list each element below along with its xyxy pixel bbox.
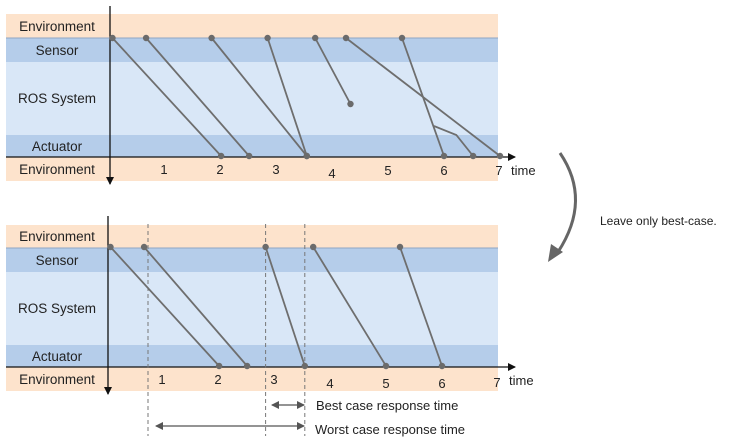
top-tick-4: 4 bbox=[328, 166, 335, 181]
row-label-actuator-2: Actuator bbox=[32, 349, 83, 364]
band-environment-bottom-2 bbox=[6, 367, 498, 391]
output-dot bbox=[440, 152, 448, 160]
dashed-markers bbox=[147, 224, 306, 436]
transition-arrowhead bbox=[548, 244, 563, 262]
transition-arrow bbox=[556, 152, 577, 253]
bottom-axis-label: time bbox=[509, 373, 534, 388]
output-dot bbox=[347, 100, 354, 108]
row-label-ros-system: ROS System bbox=[18, 91, 96, 106]
sample-dot bbox=[208, 34, 215, 42]
band-ros-system-2 bbox=[6, 272, 498, 345]
band-environment-top-2 bbox=[6, 225, 498, 248]
output-dot bbox=[301, 362, 308, 370]
top-tick-labels: 1 2 3 4 5 6 7 bbox=[160, 162, 502, 181]
top-panel: Environment Sensor ROS System Actuator E… bbox=[6, 6, 536, 185]
output-dot bbox=[217, 152, 225, 160]
top-tick-3: 3 bbox=[272, 162, 279, 177]
sample-dot bbox=[109, 34, 116, 42]
band-environment-bottom bbox=[6, 157, 498, 181]
chain-line bbox=[433, 125, 474, 157]
output-dot bbox=[215, 362, 223, 370]
band-ros-system bbox=[6, 62, 498, 135]
chain-line bbox=[109, 246, 220, 367]
bottom-panel: Environment Sensor ROS System Actuator E… bbox=[6, 216, 534, 437]
chain-line bbox=[399, 246, 443, 367]
row-label-environment-top-2: Environment bbox=[19, 229, 95, 244]
chain-line bbox=[143, 246, 248, 367]
sample-dot bbox=[140, 243, 148, 251]
bottom-tick-3: 3 bbox=[270, 372, 277, 387]
sample-dot bbox=[142, 34, 150, 42]
bottom-bands bbox=[6, 225, 498, 391]
chain-line bbox=[111, 37, 222, 157]
sample-dot bbox=[262, 243, 269, 251]
sample-dot bbox=[310, 243, 317, 251]
top-chains bbox=[109, 34, 504, 160]
top-tick-5: 5 bbox=[384, 163, 391, 178]
row-label-environment-bottom: Environment bbox=[19, 162, 95, 177]
chain-line bbox=[314, 37, 352, 105]
top-tick-7: 7 bbox=[495, 163, 502, 178]
output-dot bbox=[245, 152, 253, 160]
sample-dot bbox=[312, 34, 319, 42]
chain-line bbox=[145, 37, 250, 157]
output-dot bbox=[496, 152, 504, 160]
chain-line bbox=[266, 37, 308, 157]
bottom-tick-1: 1 bbox=[158, 372, 165, 387]
row-label-actuator: Actuator bbox=[32, 139, 83, 154]
sample-dot bbox=[342, 34, 350, 42]
sample-dot bbox=[396, 243, 404, 251]
bottom-tick-5: 5 bbox=[382, 376, 389, 391]
output-dot bbox=[469, 152, 477, 160]
band-environment-top bbox=[6, 14, 498, 38]
bottom-tick-4: 4 bbox=[326, 376, 333, 391]
output-dot bbox=[438, 362, 446, 370]
output-dot bbox=[243, 362, 251, 370]
chain-line bbox=[264, 246, 306, 367]
chain-line bbox=[210, 37, 308, 157]
response-time-annotations: Best case response time Worst case respo… bbox=[155, 398, 465, 437]
bottom-tick-7: 7 bbox=[493, 375, 500, 390]
band-actuator bbox=[6, 135, 498, 157]
chain-line bbox=[401, 37, 445, 157]
band-sensor-2 bbox=[6, 248, 498, 272]
sample-dot bbox=[264, 34, 271, 42]
row-label-environment-bottom-2: Environment bbox=[19, 372, 95, 387]
bottom-tick-labels: 1 2 3 4 5 6 7 bbox=[158, 372, 500, 391]
row-label-sensor-2: Sensor bbox=[36, 253, 79, 268]
worst-case-label: Worst case response time bbox=[315, 422, 465, 437]
best-case-label: Best case response time bbox=[316, 398, 458, 413]
sample-dot bbox=[107, 243, 114, 251]
band-actuator-2 bbox=[6, 345, 498, 367]
top-tick-6: 6 bbox=[440, 163, 447, 178]
band-sensor bbox=[6, 38, 498, 62]
transition-note: Leave only best-case. bbox=[600, 214, 717, 228]
output-dot bbox=[303, 152, 310, 160]
bottom-tick-2: 2 bbox=[214, 372, 221, 387]
bottom-chains bbox=[107, 243, 446, 370]
top-bands bbox=[6, 14, 498, 181]
row-label-sensor: Sensor bbox=[36, 43, 79, 58]
top-tick-2: 2 bbox=[216, 162, 223, 177]
row-label-environment-top: Environment bbox=[19, 19, 95, 34]
output-dot bbox=[382, 362, 390, 370]
row-label-ros-system-2: ROS System bbox=[18, 301, 96, 316]
sample-dot bbox=[398, 34, 406, 42]
bottom-tick-6: 6 bbox=[438, 376, 445, 391]
top-axis-label: time bbox=[511, 163, 536, 178]
chain-line bbox=[312, 246, 387, 367]
transition: Leave only best-case. bbox=[548, 152, 717, 262]
top-tick-1: 1 bbox=[160, 162, 167, 177]
